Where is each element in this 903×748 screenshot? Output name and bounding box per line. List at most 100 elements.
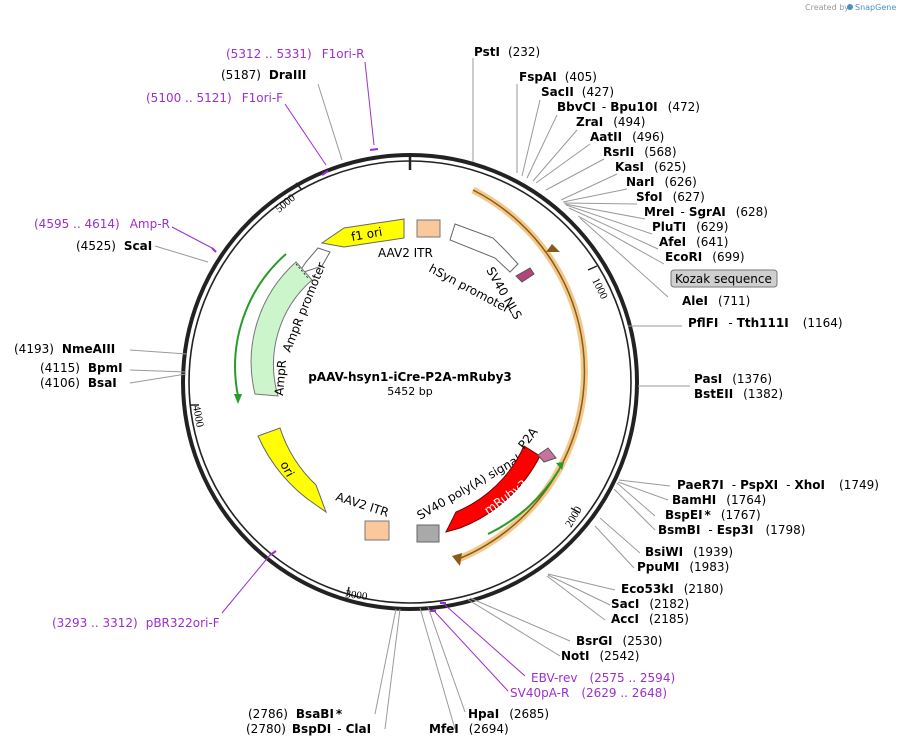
- ori-label: ori: [277, 459, 297, 479]
- site-rsrii: RsrII: [603, 145, 634, 159]
- site-bsai: BsaI: [88, 376, 117, 390]
- svg-text:PflFI-Tth111I(1164): PflFI-Tth111I(1164): [688, 316, 843, 330]
- site-pluti: PluTI: [652, 220, 686, 234]
- mruby3-green-arc: [487, 469, 560, 535]
- site-ppumi: PpuMI: [637, 560, 679, 574]
- site-labels-right: PstI(232) FspAI(405) SacII(427) BbvCI-Bp…: [429, 45, 879, 736]
- svg-text:(5187)DraIII: (5187)DraIII: [221, 68, 306, 82]
- icre-arc: [455, 189, 586, 561]
- aav2-itr-top-label: AAV2 ITR: [378, 246, 433, 260]
- site-aatii: AatII: [590, 130, 622, 144]
- tick-5000: 5000: [273, 192, 298, 216]
- tick-3000: 3000: [345, 588, 369, 603]
- svg-text:BsrGI(2530): BsrGI(2530): [576, 634, 662, 648]
- svg-text:BspEI*(1767): BspEI*(1767): [665, 508, 761, 522]
- svg-text:BsmBI-Esp3I(1798): BsmBI-Esp3I(1798): [658, 523, 805, 537]
- plasmid-size: 5452 bp: [387, 385, 432, 398]
- svg-text:SacII(427): SacII(427): [541, 85, 614, 99]
- svg-text:(4193)NmeAIII: (4193)NmeAIII: [14, 342, 115, 356]
- primer-sv40pa-r: SV40pA-R: [510, 686, 569, 700]
- site-nari: NarI: [626, 175, 655, 189]
- svg-text:MfeI(2694): MfeI(2694): [429, 722, 509, 736]
- svg-text:Eco53kI(2180): Eco53kI(2180): [621, 582, 724, 596]
- site-sacii: SacII: [541, 85, 574, 99]
- site-alei: AleI: [682, 294, 708, 308]
- feature-hsyn-promoter: [449, 223, 519, 273]
- svg-text:HpaI(2685): HpaI(2685): [468, 707, 549, 721]
- site-fspai: FspAI: [519, 70, 557, 84]
- site-draiii: DraIII: [269, 68, 306, 82]
- site-bspdi: BspDI: [292, 722, 331, 736]
- svg-text:(3293 .. 3312)pBR322ori-F: (3293 .. 3312)pBR322ori-F: [52, 616, 220, 630]
- svg-text:(2780)BspDI-ClaI: (2780)BspDI-ClaI: [246, 722, 371, 736]
- icre-arrowhead: [452, 553, 462, 566]
- site-bsmbi: BsmBI: [658, 523, 700, 537]
- svg-text:BstEII(1382): BstEII(1382): [694, 387, 783, 401]
- primer-ebv-rev: EBV-rev: [531, 671, 577, 685]
- svg-text:NotI(2542): NotI(2542): [561, 649, 639, 663]
- site-pasi: PasI: [694, 372, 722, 386]
- primer-marks: [211, 148, 446, 612]
- svg-text:AfeI(641): AfeI(641): [659, 235, 728, 249]
- svg-text:BsiWI(1939): BsiWI(1939): [645, 545, 733, 559]
- svg-text:(4525)ScaI: (4525)ScaI: [76, 239, 152, 253]
- svg-text:SacI(2182): SacI(2182): [611, 597, 689, 611]
- svg-text:AccI(2185): AccI(2185): [611, 612, 689, 626]
- site-psti: PstI: [474, 45, 500, 59]
- ampr-green-arrowhead: [234, 394, 242, 404]
- svg-text:AleI(711): AleI(711): [682, 294, 750, 308]
- site-zrai: ZraI: [576, 115, 603, 129]
- snapgene-logo-icon: [847, 4, 853, 10]
- feature-ori: [257, 427, 328, 514]
- svg-text:(4595 .. 4614)Amp-R: (4595 .. 4614)Amp-R: [34, 217, 170, 231]
- site-bspei: BspEI: [665, 508, 703, 522]
- site-labels-left: (5187)DraIII (4525)ScaI (4193)NmeAIII (4…: [14, 68, 371, 736]
- site-bsabi: BsaBI: [296, 707, 334, 721]
- site-hpai: HpaI: [468, 707, 499, 721]
- svg-text:(2786)BsaBI*: (2786)BsaBI*: [248, 707, 343, 721]
- svg-text:(5100 .. 5121)F1ori-F: (5100 .. 5121)F1ori-F: [146, 91, 283, 105]
- leader-lines: [129, 58, 690, 730]
- site-sfoi: SfoI: [636, 190, 663, 204]
- svg-text:(5312 .. 5331)F1ori-R: (5312 .. 5331)F1ori-R: [226, 47, 365, 61]
- site-pflfi: PflFI: [688, 316, 718, 330]
- primer-leader-lines: [171, 61, 526, 692]
- svg-text:KasI(625): KasI(625): [615, 160, 686, 174]
- svg-text:BbvCI-Bpu10I(472): BbvCI-Bpu10I(472): [557, 100, 700, 114]
- site-nmeaiii: NmeAIII: [62, 342, 115, 356]
- snapgene-logo-text: SnapGene: [855, 3, 896, 12]
- svg-text:ZraI(494): ZraI(494): [576, 115, 645, 129]
- plasmid-name: pAAV-hsyn1-iCre-P2A-mRuby3: [308, 370, 512, 384]
- feature-f1-ori: [320, 218, 405, 248]
- site-ecori: EcoRI: [665, 250, 702, 264]
- feature-aav2-itr-bottom: [364, 520, 390, 541]
- f1-ori-label: f1 ori: [350, 225, 383, 244]
- svg-text:SfoI(627): SfoI(627): [636, 190, 705, 204]
- site-afei: AfeI: [659, 235, 686, 249]
- svg-text:EcoRI(699): EcoRI(699): [665, 250, 745, 264]
- feature-mruby3: [445, 445, 541, 533]
- site-bamhi: BamHI: [672, 493, 716, 507]
- feature-sv40-nls: [515, 267, 535, 283]
- site-bpmi: BpmI: [88, 361, 123, 375]
- svg-text:PasI(1376): PasI(1376): [694, 372, 772, 386]
- feature-aav2-itr-top: [416, 219, 441, 238]
- feature-ampr: [250, 261, 313, 397]
- svg-text:AatII(496): AatII(496): [590, 130, 664, 144]
- feature-sv40-polya: [416, 524, 440, 543]
- site-noti: NotI: [561, 649, 590, 663]
- ampr-green-arc: [234, 253, 287, 397]
- kozak-label: Kozak sequence: [675, 272, 772, 286]
- icre-start-arrowhead: [546, 244, 560, 252]
- mruby3-green-arrowhead: [556, 462, 564, 470]
- feature-p2a: [537, 447, 557, 463]
- svg-text:(4106)BsaI: (4106)BsaI: [40, 376, 117, 390]
- svg-text:MreI-SgrAI(628): MreI-SgrAI(628): [644, 205, 768, 219]
- site-acci: AccI: [611, 612, 639, 626]
- svg-text:BamHI(1764): BamHI(1764): [672, 493, 766, 507]
- p2a-label: P2A: [515, 424, 541, 451]
- site-eco53ki: Eco53kI: [621, 582, 674, 596]
- site-mrei: MreI: [644, 205, 674, 219]
- svg-text:EBV-rev(2575 .. 2594): EBV-rev(2575 .. 2594): [531, 671, 675, 685]
- svg-text:SV40pA-R(2629 .. 2648): SV40pA-R(2629 .. 2648): [510, 686, 667, 700]
